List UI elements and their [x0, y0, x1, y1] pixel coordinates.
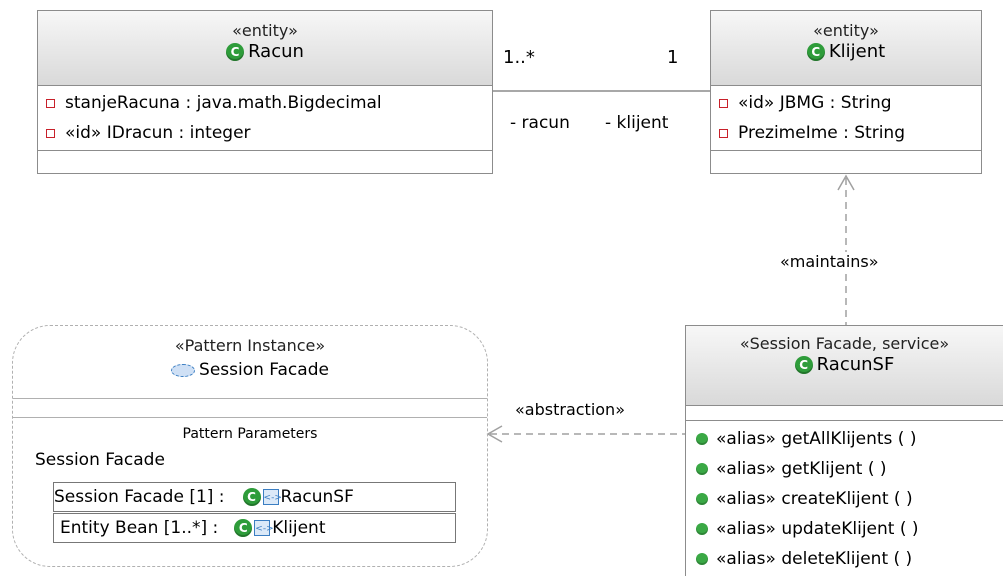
maintains-arrowhead: [837, 174, 855, 191]
racunsf-operation[interactable]: «alias» getAllKlijents ( ): [686, 424, 1003, 454]
maintains-label: «maintains»: [778, 252, 881, 271]
racunsf-operation[interactable]: «alias» deleteKlijent ( ): [686, 544, 1003, 574]
klijent-name-row: C Klijent: [711, 41, 981, 63]
pattern-param-row[interactable]: Entity Bean [1..*] : C <-> Klijent: [53, 513, 456, 543]
racun-name-row: C Racun: [38, 41, 492, 63]
class-icon: C: [226, 43, 245, 61]
klijent-attribute[interactable]: «id» JBMG : String: [711, 88, 981, 118]
abstraction-label: «abstraction»: [515, 400, 625, 419]
klijent-operations-compartment: [711, 150, 981, 175]
klijent-class[interactable]: «entity» C Klijent «id» JBMG : String Pr…: [710, 10, 982, 174]
param-value: Klijent: [272, 518, 326, 538]
operation-text: «alias» deleteKlijent ( ): [716, 549, 913, 569]
racunsf-operation[interactable]: «alias» createKlijent ( ): [686, 484, 1003, 514]
private-attribute-icon: [46, 128, 55, 138]
klijent-name: Klijent: [828, 41, 886, 62]
private-attribute-icon: [719, 128, 728, 138]
klijent-header: «entity» C Klijent: [711, 11, 981, 86]
abstraction-arrowhead: [486, 425, 503, 443]
public-operation-icon: [696, 553, 708, 565]
racun-attribute[interactable]: stanjeRacuna : java.math.Bigdecimal: [38, 88, 492, 118]
public-operation-icon: [696, 493, 708, 505]
racunsf-stereotype: «Session Facade, service»: [739, 334, 950, 353]
attribute-text: stanjeRacuna : java.math.Bigdecimal: [65, 93, 382, 113]
param-value: RacunSF: [280, 487, 354, 507]
racunsf-operations: «alias» getAllKlijents ( ) «alias» getKl…: [686, 420, 1003, 574]
pattern-name: Session Facade: [199, 360, 329, 380]
class-icon: C: [806, 43, 825, 61]
klijent-stereotype: «entity»: [813, 21, 879, 40]
role-racun: - racun: [510, 113, 570, 133]
attribute-text: PrezimeIme : String: [738, 123, 905, 143]
racunsf-operation[interactable]: «alias» updateKlijent ( ): [686, 514, 1003, 544]
pattern-divider-params: [13, 417, 487, 418]
interface-icon: <->: [262, 489, 282, 505]
role-klijent: - klijent: [605, 113, 669, 133]
attribute-text: «id» JBMG : String: [738, 93, 892, 113]
param-label: Session Facade [1] :: [54, 487, 225, 507]
attribute-text: «id» IDracun : integer: [65, 123, 251, 143]
class-icon: C: [234, 519, 253, 537]
public-operation-icon: [696, 463, 708, 475]
pattern-params-title: Pattern Parameters: [182, 426, 318, 442]
racun-stereotype: «entity»: [232, 21, 298, 40]
racunsf-header: «Session Facade, service» C RacunSF: [686, 326, 1003, 406]
pattern-param-row[interactable]: Session Facade [1] : C <-> RacunSF: [53, 482, 456, 512]
multiplicity-klijent: 1: [667, 47, 679, 68]
klijent-attributes: «id» JBMG : String PrezimeIme : String: [711, 86, 981, 150]
class-icon: C: [242, 488, 261, 506]
public-operation-icon: [696, 433, 708, 445]
operation-text: «alias» getAllKlijents ( ): [716, 429, 917, 449]
private-attribute-icon: [46, 98, 55, 108]
racunsf-name: RacunSF: [816, 354, 895, 375]
pattern-name-row: Session Facade: [13, 360, 487, 380]
pattern-stereotype: «Pattern Instance»: [174, 336, 326, 355]
racunsf-operation[interactable]: «alias» getKlijent ( ): [686, 454, 1003, 484]
interface-icon: <->: [254, 520, 274, 536]
racun-header: «entity» C Racun: [38, 11, 492, 86]
racun-operations-compartment: [38, 150, 492, 175]
racun-attribute[interactable]: «id» IDracun : integer: [38, 118, 492, 148]
private-attribute-icon: [719, 98, 728, 108]
public-operation-icon: [696, 523, 708, 535]
racunsf-class[interactable]: «Session Facade, service» C RacunSF «ali…: [685, 325, 1003, 576]
pattern-instance[interactable]: «Pattern Instance» Session Facade Patter…: [12, 325, 488, 567]
pattern-divider-top: [13, 398, 487, 399]
param-label: Entity Bean [1..*] :: [60, 518, 219, 538]
class-icon: C: [794, 356, 813, 374]
racunsf-attributes-compartment: [686, 406, 1003, 420]
multiplicity-racun: 1..*: [503, 47, 535, 68]
collaboration-icon: [171, 363, 196, 377]
racun-attributes: stanjeRacuna : java.math.Bigdecimal «id»…: [38, 86, 492, 150]
pattern-param-group: Session Facade: [35, 450, 165, 470]
operation-text: «alias» getKlijent ( ): [716, 459, 887, 479]
racun-name: Racun: [248, 41, 304, 62]
racun-class[interactable]: «entity» C Racun stanjeRacuna : java.mat…: [37, 10, 493, 174]
klijent-attribute[interactable]: PrezimeIme : String: [711, 118, 981, 148]
racunsf-name-row: C RacunSF: [686, 354, 1003, 376]
operation-text: «alias» updateKlijent ( ): [716, 519, 919, 539]
operation-text: «alias» createKlijent ( ): [716, 489, 913, 509]
